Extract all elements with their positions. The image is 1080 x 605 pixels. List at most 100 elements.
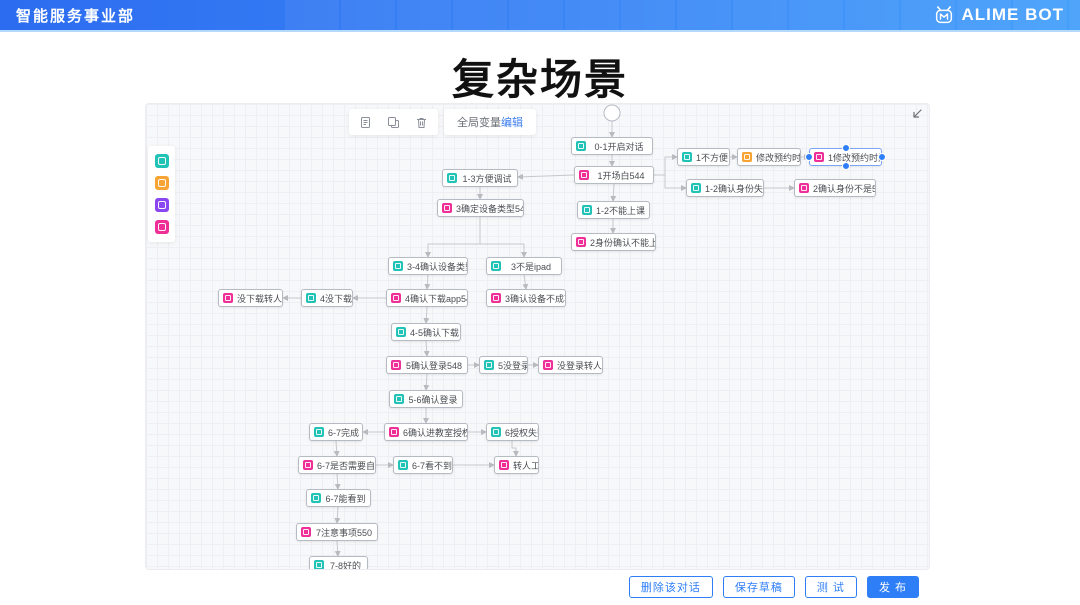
node-label: 1开场白544 — [597, 170, 645, 181]
flow-node[interactable]: 7注意事项550 — [296, 523, 378, 541]
org-title: 智能服务事业部 — [16, 7, 136, 25]
save-draft-button[interactable]: 保存草稿 — [722, 576, 795, 598]
copy-icon[interactable] — [359, 116, 372, 129]
selection-handle[interactable] — [805, 153, 813, 161]
flow-node[interactable]: 3确定设备类型546 — [437, 199, 524, 217]
global-variable-bar: 全局变量编辑 — [444, 109, 536, 135]
global-variable-edit-link[interactable]: 编辑 — [501, 117, 523, 129]
node-label: 3-4确认设备类型 — [407, 261, 467, 272]
flow-node[interactable]: 转人工 — [494, 456, 539, 474]
flow-node[interactable]: 3-4确认设备类型 — [388, 257, 468, 275]
hex-pattern — [0, 0, 1080, 30]
node-type-icon — [389, 427, 399, 437]
publish-button[interactable]: 发 布 — [866, 576, 919, 598]
duplicate-icon[interactable] — [387, 116, 400, 129]
node-label: 1-3方便调试 — [462, 173, 512, 184]
flow-node[interactable]: 6确认进教室授权54.. — [384, 423, 468, 441]
node-type-icon — [499, 460, 509, 470]
flow-node[interactable]: 2确认身份不是552 — [794, 179, 876, 197]
flow-node[interactable]: 5-6确认登录 — [389, 390, 463, 408]
node-type-icon — [303, 460, 313, 470]
node-type-icon — [301, 527, 311, 537]
node-type-icon — [582, 205, 592, 215]
flow-node[interactable]: 1开场白544 — [574, 166, 654, 184]
flow-node[interactable]: 没下载转人工 — [218, 289, 283, 307]
flow-node[interactable]: 6-7看不到 — [393, 456, 453, 474]
node-label: 1不方便 — [696, 152, 729, 163]
flow-node[interactable]: 6-7能看到 — [306, 489, 371, 507]
test-button[interactable]: 测 试 — [804, 576, 857, 598]
node-label: 6-7看不到 — [412, 460, 452, 471]
node-type-icon — [394, 394, 404, 404]
flow-node[interactable]: 6-7完成 — [309, 423, 363, 441]
flow-node[interactable]: 3确认设备不成功55.. — [486, 289, 566, 307]
flow-node[interactable]: 1不方便 — [677, 148, 730, 166]
node-label: 4没下载 — [320, 293, 352, 304]
trash-icon[interactable] — [415, 116, 428, 129]
collapse-icon[interactable] — [911, 108, 923, 120]
flow-edges — [282, 104, 810, 557]
node-label: 4确认下载app54.. — [405, 293, 467, 304]
node-type-icon — [543, 360, 553, 370]
flow-node[interactable]: 5确认登录548 — [386, 356, 468, 374]
node-type-icon — [311, 493, 321, 503]
node-type-icon — [442, 203, 452, 213]
node-label: 转人工 — [513, 460, 538, 471]
alime-bot-logo: ALIME BOT — [933, 4, 1065, 26]
flow-node[interactable]: 6-7是否需要自测 — [298, 456, 376, 474]
node-label: 5没登录 — [498, 360, 527, 371]
flow-node[interactable]: 1修改预约时间 — [805, 144, 886, 170]
node-type-icon — [491, 427, 501, 437]
node-type-icon — [682, 152, 692, 162]
page-title: 复杂场景 — [451, 56, 628, 103]
flow-node[interactable]: 2身份确认不能上课5.. — [571, 233, 656, 251]
robot-icon — [935, 6, 952, 24]
selection-handle[interactable] — [841, 144, 850, 152]
flow-node[interactable]: 4确认下载app54.. — [386, 289, 468, 307]
start-node[interactable] — [603, 104, 621, 122]
canvas-toolbar — [349, 109, 438, 135]
flow-canvas[interactable]: 0-1开启对话 1开场白544 1-3方便调试 3确定设备类型546 1不方便 修改预约时… — [145, 103, 930, 570]
flow-node[interactable]: 0-1开启对话 — [571, 137, 653, 155]
global-variable-label: 全局变量 — [457, 117, 501, 129]
flow-node[interactable]: 7-8好的 — [309, 556, 368, 569]
variable-node-palette-icon[interactable] — [154, 198, 169, 212]
node-type-icon — [742, 152, 752, 162]
flow-node[interactable]: 3不是ipad — [486, 257, 562, 275]
flow-node[interactable]: 修改预约时间 — [737, 148, 801, 166]
node-label: 5确认登录548 — [405, 360, 463, 371]
node-label: 2确认身份不是552 — [813, 183, 875, 194]
delete-dialog-button[interactable]: 删除该对话 — [628, 576, 713, 598]
node-type-icon — [391, 360, 401, 370]
selection-handle[interactable] — [841, 162, 850, 170]
node-label: 修改预约时间 — [756, 152, 800, 163]
flow-node[interactable]: 1-2不能上课 — [577, 201, 650, 219]
node-type-icon — [691, 183, 701, 193]
message-node-palette-icon[interactable] — [154, 154, 169, 168]
flow-node[interactable]: 没登录转人工 — [538, 356, 603, 374]
selection-handle[interactable] — [878, 153, 886, 161]
flow-node[interactable]: 5没登录 — [479, 356, 528, 374]
reply-node-palette-icon[interactable] — [154, 220, 169, 234]
flow-node[interactable]: 1-2确认身份失败 — [686, 179, 764, 197]
flow-node[interactable]: 6授权失败 — [486, 423, 539, 441]
node-type-icon — [491, 261, 501, 271]
condition-node-palette-icon[interactable] — [154, 176, 169, 190]
top-bar: 智能服务事业部 ALIME BOT — [0, 0, 1080, 32]
node-type-icon — [576, 237, 586, 247]
flow-node[interactable]: 4没下载 — [301, 289, 353, 307]
node-type-icon — [398, 460, 408, 470]
flow-node[interactable]: 1-3方便调试 — [442, 169, 518, 187]
node-type-icon — [223, 293, 233, 303]
node-label: 3不是ipad — [510, 261, 552, 272]
node-label: 3确认设备不成功55.. — [505, 293, 565, 304]
node-type-icon — [814, 152, 824, 162]
node-type-icon — [391, 293, 401, 303]
node-label: 6-7是否需要自测 — [317, 460, 375, 471]
flow-node[interactable]: 4-5确认下载 — [391, 323, 461, 341]
node-type-icon — [484, 360, 494, 370]
footer-actions: 删除该对话 保存草稿 测 试 发 布 — [0, 576, 1080, 598]
node-label: 1修改预约时间 — [828, 152, 881, 163]
node-type-icon — [447, 173, 457, 183]
node-type-icon — [396, 327, 406, 337]
